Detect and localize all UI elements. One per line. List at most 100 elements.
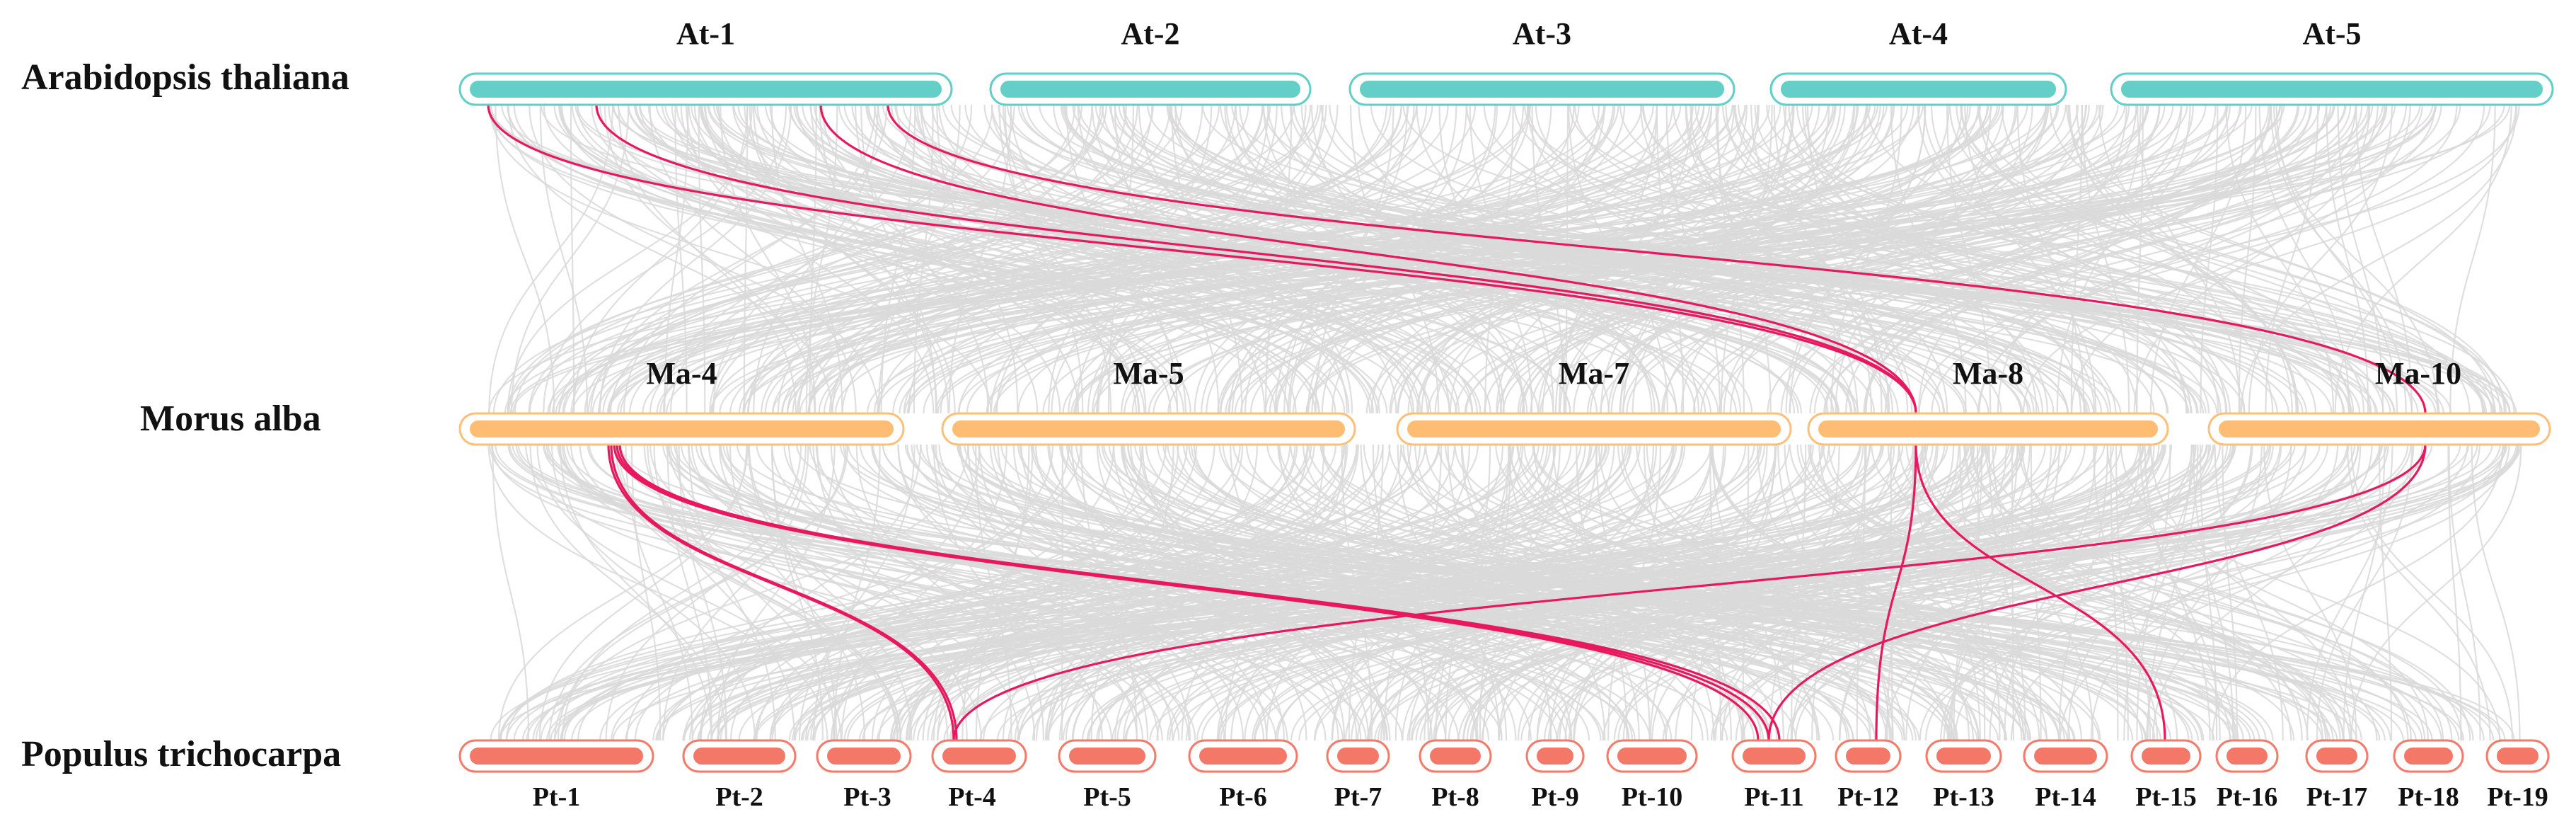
background-link [940, 104, 1428, 414]
background-link [509, 104, 2253, 414]
background-link [1948, 104, 2352, 414]
background-link [1721, 444, 1955, 741]
background-link [747, 104, 1264, 414]
background-link [550, 444, 756, 741]
background-link [603, 104, 816, 414]
background-link [761, 104, 1449, 414]
chromosome-label-pt-15: Pt-15 [2135, 782, 2197, 812]
background-link [1433, 444, 1864, 741]
background-link [1977, 444, 1986, 741]
background-link [2448, 444, 2481, 741]
background-link [2144, 444, 2211, 741]
chromosome-label-pt-18: Pt-18 [2398, 782, 2459, 812]
background-link [2449, 104, 2496, 414]
background-link [742, 104, 1402, 414]
background-link [1960, 104, 2507, 414]
background-link [920, 104, 1147, 414]
background-link [671, 104, 1191, 414]
background-link [1656, 104, 1685, 414]
background-link [1145, 444, 1848, 741]
chromosome-label-at-1: At-1 [676, 16, 735, 51]
background-link [1610, 104, 2047, 414]
background-link [1811, 444, 1867, 741]
background-link [1613, 444, 2274, 741]
chromosome-pt-6-bar [1199, 748, 1287, 765]
background-link [1690, 444, 1777, 741]
chromosome-label-ma-8: Ma-8 [1953, 356, 2023, 391]
background-link [1754, 104, 2192, 414]
background-link [1661, 104, 2161, 414]
chromosome-label-pt-13: Pt-13 [1933, 782, 1994, 812]
background-link [2058, 444, 2108, 741]
background-link [793, 444, 1627, 741]
background-link [2056, 104, 2142, 414]
background-link [1080, 444, 1138, 741]
chromosome-label-pt-14: Pt-14 [2035, 782, 2096, 812]
background-link [876, 104, 2282, 414]
background-link [1097, 104, 1324, 414]
background-link [2350, 444, 2514, 741]
background-link [507, 104, 1413, 414]
background-link [1176, 444, 1894, 741]
background-link [633, 104, 2444, 414]
highlighted-link-at-1-to-ma-8 [819, 104, 1917, 414]
background-link [1527, 104, 2210, 414]
background-link [995, 104, 1307, 414]
background-link [1985, 444, 2463, 741]
background-link [2222, 444, 2238, 741]
background-link [1014, 444, 1631, 741]
background-link [1978, 104, 2501, 414]
background-link [2049, 104, 2505, 414]
background-link [1006, 104, 2199, 414]
background-link [1025, 104, 2193, 414]
background-link [623, 104, 876, 414]
chromosome-pt-12-bar [1846, 748, 1890, 765]
background-link [1953, 444, 2339, 741]
background-link [1729, 104, 2087, 414]
background-link [1283, 104, 1409, 414]
background-link [1651, 444, 1966, 741]
background-link [832, 444, 1115, 741]
background-link [783, 444, 1460, 741]
chromosome-label-pt-3: Pt-3 [843, 782, 891, 812]
background-link [1733, 104, 2138, 414]
background-link [539, 104, 589, 414]
chromosome-label-pt-12: Pt-12 [1837, 782, 1899, 812]
background-link [769, 104, 1420, 414]
background-link [978, 444, 1191, 741]
chromosome-pt-9-bar [1537, 748, 1573, 765]
background-link [1839, 444, 2031, 741]
background-link [1809, 444, 2378, 741]
background-link [662, 444, 809, 741]
chromosome-label-pt-7: Pt-7 [1334, 782, 1382, 812]
background-link [891, 104, 1753, 414]
background-link [975, 444, 1030, 741]
chromosome-at-5-bar [2121, 81, 2543, 98]
background-link [1091, 104, 1616, 414]
background-link [1437, 444, 2334, 741]
background-link [935, 444, 1244, 741]
background-link [1796, 444, 2328, 741]
chromosome-ma-10-bar [2219, 420, 2540, 437]
chromosome-pt-14-bar [2034, 748, 2097, 765]
background-link [1481, 444, 2235, 741]
background-link [560, 444, 1582, 741]
chromosome-label-pt-5: Pt-5 [1083, 782, 1131, 812]
background-link [1521, 104, 2130, 414]
background-link [1048, 444, 1359, 741]
background-link [1782, 104, 2372, 414]
background-link [1931, 104, 2485, 414]
background-link [975, 444, 1012, 741]
background-link [1721, 444, 2307, 741]
background-link [935, 104, 2243, 414]
background-link [489, 444, 1636, 741]
background-link [1171, 104, 1243, 414]
background-link [891, 444, 1885, 741]
chromosome-label-at-2: At-2 [1121, 16, 1179, 51]
background-link [927, 444, 1412, 741]
background-link [505, 444, 1312, 741]
background-link [2238, 104, 2257, 414]
background-link [995, 104, 1694, 414]
